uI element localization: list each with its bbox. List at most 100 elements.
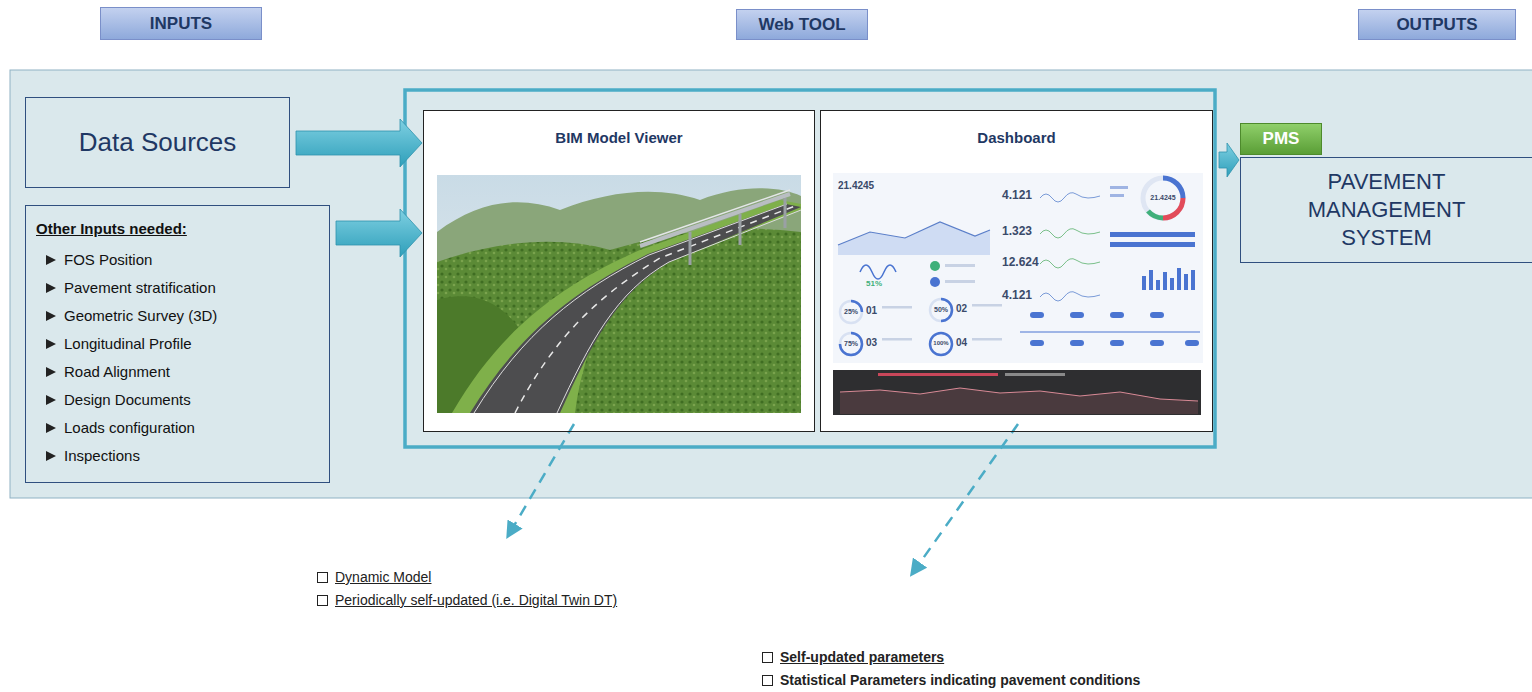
dashboard-ground: [820, 110, 1213, 432]
dashboard-mockup: [1170, 278, 1174, 290]
box-label: INPUTS: [142, 14, 220, 34]
dashboard-value: 75%: [844, 340, 858, 348]
dashboard-mockup: [840, 299, 952, 355]
box-label: Other Inputs needed:: [36, 220, 321, 237]
road-landscape: [437, 188, 801, 413]
dashboard-mockup: [930, 299, 952, 321]
dashboard-mockup: [1142, 268, 1195, 290]
dashboard-value: 04: [956, 337, 967, 349]
road-landscape: [640, 190, 790, 242]
input-list-box: Other Inputs needed: FOS PositionPavement…: [25, 205, 330, 483]
dashboard-mockup: [1070, 312, 1084, 318]
dashboard-mockup: [1150, 340, 1164, 346]
dashed-arrow: [912, 424, 1018, 574]
box-label: OUTPUTS: [1388, 15, 1485, 35]
bullet-note: Self-updated parameters: [780, 649, 944, 665]
dashboard-mockup: [840, 388, 1198, 414]
dashboard-mockup: [1030, 340, 1044, 346]
bullet-note: Periodically self-updated (i.e. Digital …: [335, 592, 617, 608]
dashboard-value: 02: [956, 303, 967, 315]
road-landscape: [739, 214, 742, 245]
dashboard-mockup: [1110, 340, 1124, 346]
dashboard-mockup: [840, 301, 862, 323]
list-item: Road Alignment: [36, 358, 321, 386]
dashboard-mockup: [1030, 312, 1199, 346]
dashboard-mockup: [945, 280, 975, 283]
dashboard-mockup: [1184, 274, 1188, 290]
dashboard-mockup: [1149, 270, 1153, 290]
dashboard-mockup: [1163, 272, 1167, 290]
dashboard-value: 01: [866, 305, 877, 317]
road-landscape: [474, 204, 787, 413]
dashboard-mockup: [945, 264, 975, 267]
dashboard-value: 51%: [866, 279, 882, 288]
output-box: PAVEMENT MANAGEMENT SYSTEM: [1240, 157, 1532, 263]
dashboard-mockup: [1040, 193, 1100, 202]
list-item: Loads configuration: [36, 414, 321, 442]
dashboard-mockup: [840, 333, 862, 355]
dashboard-mockup: [838, 222, 990, 255]
dashboard-mockup: [1030, 312, 1044, 318]
dashboard-panel: Dashboard: [820, 110, 1213, 432]
box-label: Data Sources: [67, 127, 249, 158]
dashboard-mockup: [1142, 276, 1146, 290]
dashboard-value: 4.121: [1002, 189, 1032, 203]
bullet-note: Dynamic Model: [335, 569, 431, 585]
dashboard-mockup: [1110, 232, 1195, 237]
dashboard-mockup: [930, 277, 940, 287]
viewer-ground: [423, 110, 815, 432]
section-header: OUTPUTS: [1358, 9, 1516, 40]
box-label: Dashboard: [821, 129, 1212, 146]
dashboard-mockup: [1040, 292, 1100, 301]
dashboard-mockup: [838, 222, 990, 245]
tag-box: PMS: [1240, 123, 1322, 155]
dashboard-value: 21.4245: [838, 180, 874, 192]
road-landscape: [640, 194, 790, 246]
block-arrow: [1219, 143, 1239, 177]
dashboard-value: 100%: [933, 340, 948, 347]
dashboard-mockup: [840, 333, 862, 355]
dashboard-mockup: [1191, 270, 1195, 290]
dashboard-mockup: [1020, 332, 1200, 333]
dashboard-mockup: [833, 173, 1203, 415]
dashboard-mockup: [1110, 194, 1124, 197]
dashboard-value: 1.323: [1002, 225, 1032, 239]
box-label: Web TOOL: [750, 15, 853, 35]
box-label: PAVEMENT MANAGEMENT SYSTEM: [1297, 168, 1477, 252]
dashboard-value: 03: [866, 337, 877, 349]
box-label: BIM Model Viewer: [424, 129, 814, 146]
dashboard-mockup: [882, 306, 912, 309]
list-item: Design Documents: [36, 386, 321, 414]
outer-panel: [10, 70, 1532, 498]
road-landscape: [452, 200, 801, 413]
list-item: FOS Position: [36, 246, 321, 274]
dashboard-mockup: [1150, 312, 1164, 318]
dashboard-mockup: [882, 338, 912, 341]
dashboard-mockup: [1070, 340, 1084, 346]
road-landscape: [437, 175, 801, 413]
block-arrow: [336, 209, 422, 257]
dashboard-mockup: [972, 304, 1002, 307]
dashboard-value: 4.121: [1002, 289, 1032, 303]
dashboard-mockup: [840, 388, 1198, 401]
box-label: PMS: [1257, 129, 1306, 149]
list-item: Geometric Survey (3D): [36, 302, 321, 330]
dashboard-mockup: [1156, 280, 1160, 290]
bullet-note: Statistical Parameters indicating paveme…: [780, 672, 1140, 688]
list-item: Longitudinal Profile: [36, 330, 321, 358]
road-landscape: [784, 198, 787, 228]
viewer-panel: BIM Model Viewer: [423, 110, 815, 432]
dashboard-value: 21.4245: [1150, 194, 1175, 202]
dashboard-value: 50%: [934, 306, 948, 314]
dashboard-value: 25%: [844, 308, 858, 316]
dashboard-mockup: [833, 173, 1203, 363]
list-item: Pavement stratification: [36, 274, 321, 302]
dashboard-mockup: [860, 265, 896, 279]
road-landscape: [437, 175, 801, 413]
dashboard-mockup: [878, 373, 998, 376]
dashboard-mockup: [1177, 268, 1181, 290]
section-header: INPUTS: [100, 7, 262, 40]
